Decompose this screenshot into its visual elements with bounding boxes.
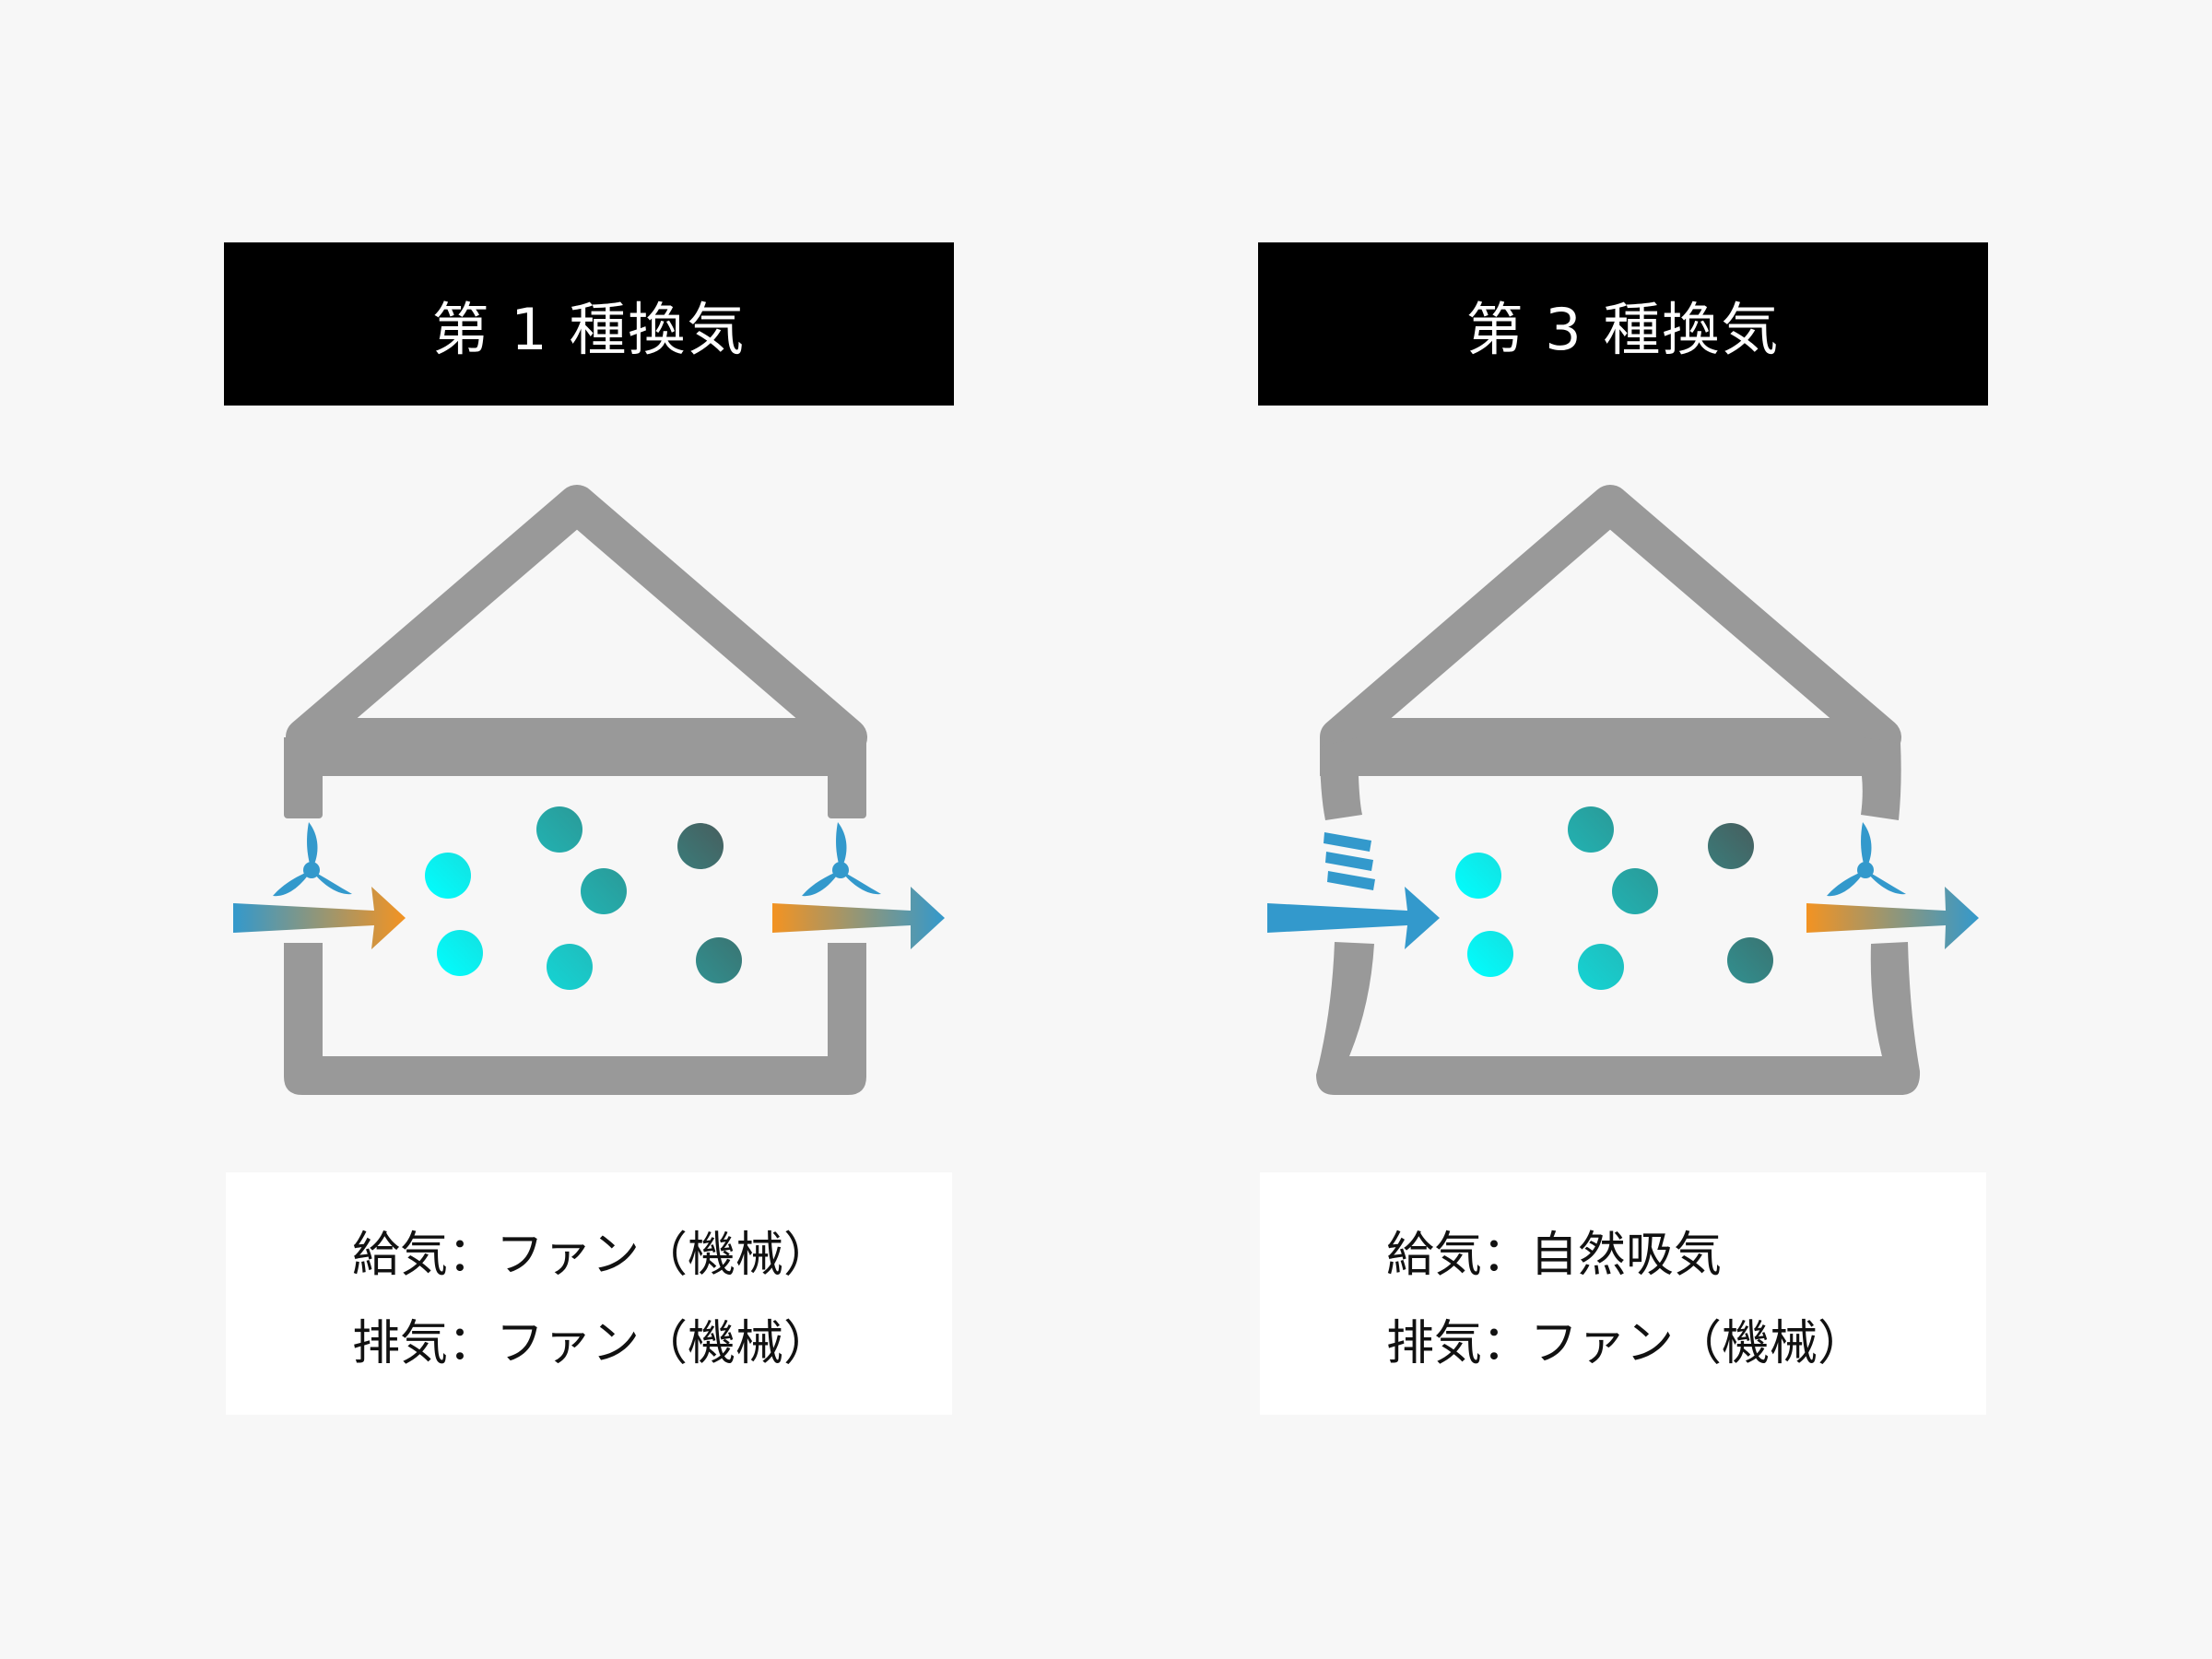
roof-outline [286,485,867,757]
panel-title-text: 第 1 種換気 [431,295,747,363]
supply-airflow-arrow [1267,887,1440,949]
house-type1 [233,485,945,1095]
supply-airflow-arrow [233,887,406,949]
panel-title-type1: 第 1 種換気 [224,242,954,406]
air-particles [425,806,742,990]
exhaust-airflow-arrow [1806,887,1979,949]
wall-right-upper [828,737,866,818]
caption-exhaust: 排気：ファン（機械） [1386,1316,1866,1371]
exhaust-airflow-arrow [772,887,945,949]
vent-slats-icon [1324,832,1375,890]
ceiling-beam [284,737,866,776]
caption-type1: 給気：ファン（機械） 排気：ファン（機械） [226,1172,952,1415]
wall-left-upper [1320,737,1362,820]
fan-icon [1827,822,1906,897]
air-particles [1455,806,1773,990]
house-type3 [1267,485,1979,1095]
wall-right-upper [1861,737,1901,820]
wall-left-upper [284,737,323,818]
panel-title-text: 第 3 種換気 [1465,295,1781,363]
caption-supply: 給気：ファン（機械） [352,1228,832,1283]
fan-icon [273,822,352,897]
caption-type3: 給気：自然吸気 排気：ファン（機械） [1260,1172,1986,1415]
caption-supply: 給気：自然吸気 [1386,1228,1723,1283]
panel-title-type3: 第 3 種換気 [1258,242,1988,406]
caption-exhaust: 排気：ファン（機械） [352,1316,832,1371]
ceiling-beam [1320,737,1900,776]
wall-lower [1316,942,1921,1095]
roof-outline [1320,485,1901,757]
fan-icon [802,822,881,897]
wall-lower [284,943,866,1095]
